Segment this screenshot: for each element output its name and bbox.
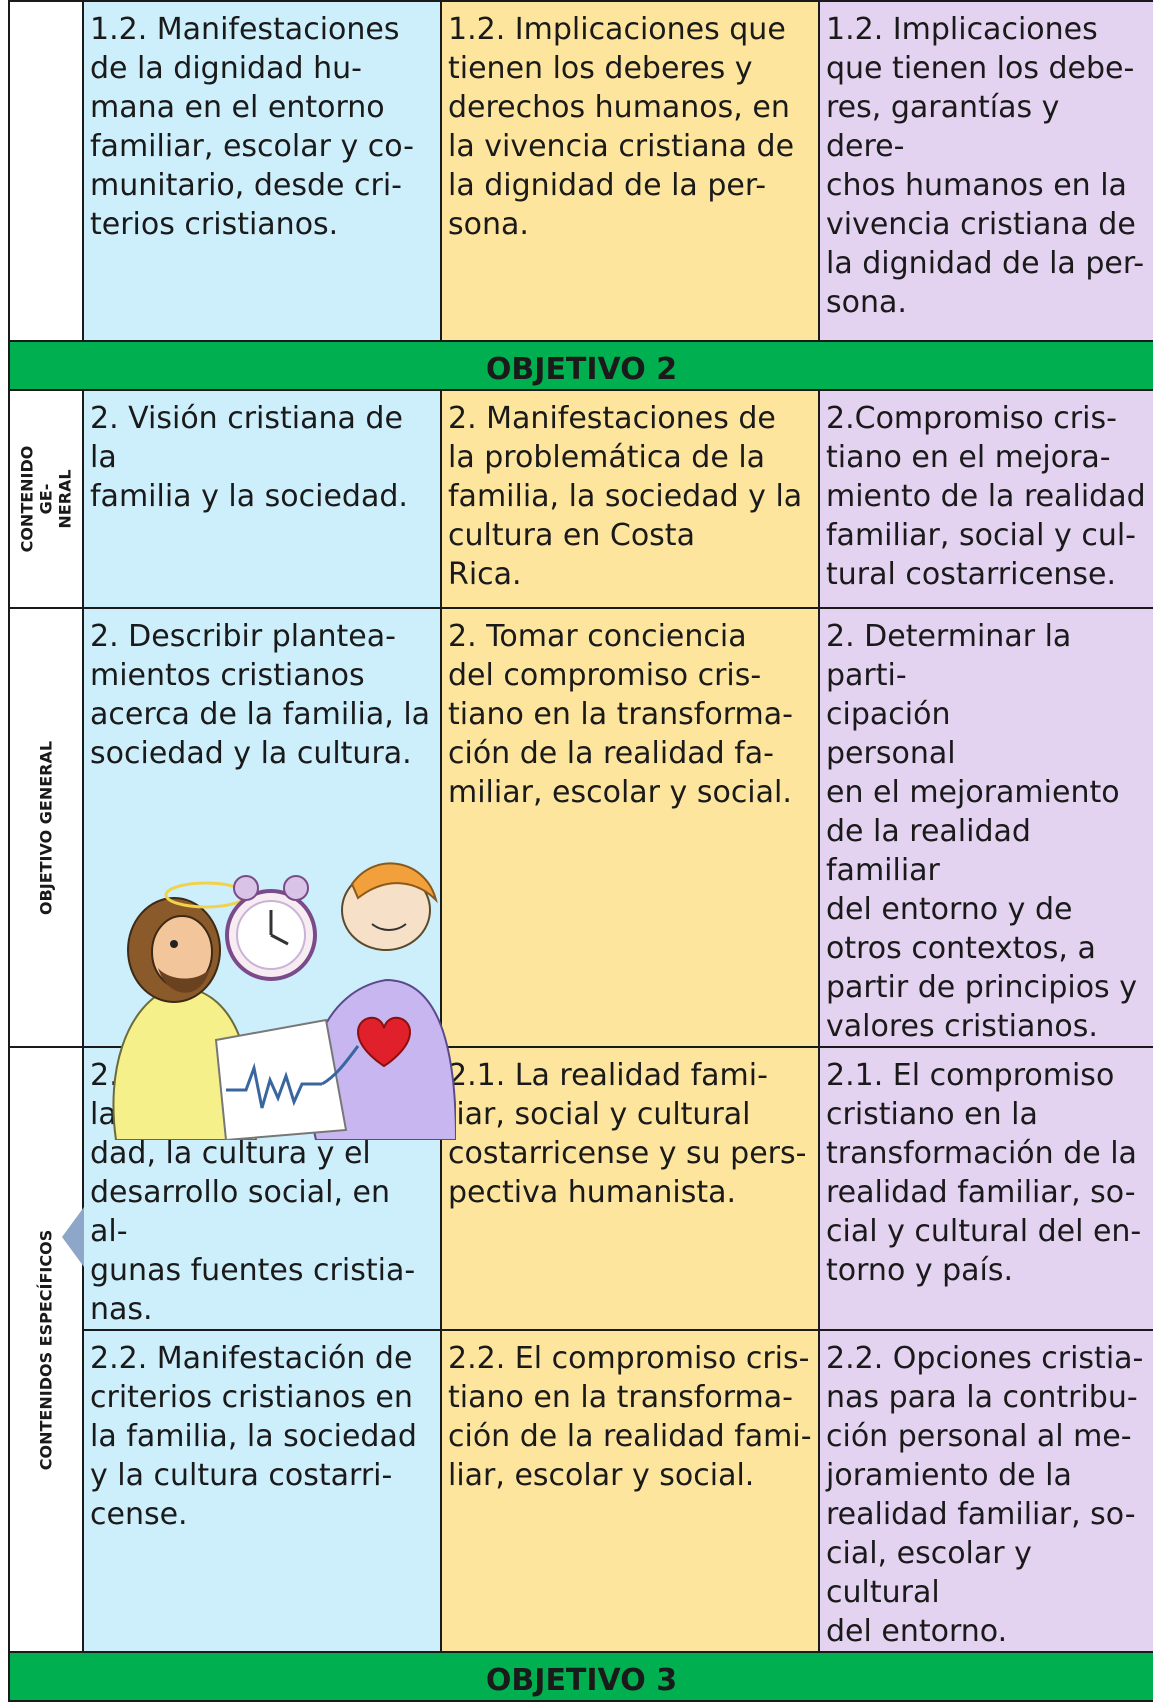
side-label-objetivo-general: OBJETIVO GENERAL xyxy=(8,607,84,1048)
contenidos-especificos-label: CONTENIDOS ESPECÍFICOS xyxy=(36,1229,56,1470)
curriculum-page: 1.2. Manifestaciones de la dignidad hu- … xyxy=(8,0,1153,1702)
cell-blue: 2. Visión cristiana de la familia y la s… xyxy=(82,389,442,609)
cell-text: 1.2. Implicaciones que tienen los debere… xyxy=(448,12,795,242)
cell-text: 2.2. El compromiso cris- tiano en la tra… xyxy=(448,1341,812,1493)
cell-purple: 1.2. Implicaciones que tienen los debe- … xyxy=(818,0,1153,342)
cell-yellow: 2.1. La realidad fami- liar, social y cu… xyxy=(440,1046,820,1331)
cartoon-illustration xyxy=(112,862,456,1140)
cell-text: 1.2. Implicaciones que tienen los debe- … xyxy=(826,12,1145,320)
table-row: OBJETIVO 2 xyxy=(8,340,1153,391)
cell-text: 2. Determinar la parti- cipación persona… xyxy=(826,619,1137,1044)
cell-yellow: 1.2. Implicaciones que tienen los debere… xyxy=(440,0,820,342)
side-label-contenido-general: CONTENIDO GE- NERAL xyxy=(8,389,84,609)
cell-blue: 2.2. Manifestación de criterios cristian… xyxy=(82,1329,442,1653)
cell-purple: 2.1. El compromiso cristiano en la trans… xyxy=(818,1046,1153,1331)
cell-purple: 2.Compromiso cris- tiano en el mejora- m… xyxy=(818,389,1153,609)
contenido-general-label: CONTENIDO GE- NERAL xyxy=(17,445,75,553)
table-row: CONTENIDO GE- NERAL 2. Visión cristiana … xyxy=(8,389,1153,609)
cell-yellow: 2.2. El compromiso cris- tiano en la tra… xyxy=(440,1329,820,1653)
objetivo-general-label: OBJETIVO GENERAL xyxy=(36,740,56,915)
cell-purple: 2.2. Opciones cristia- nas para la contr… xyxy=(818,1329,1153,1653)
cell-blue: 1.2. Manifestaciones de la dignidad hu- … xyxy=(82,0,442,342)
cell-text: 2.2. Opciones cristia- nas para la contr… xyxy=(826,1341,1144,1649)
curriculum-table: 1.2. Manifestaciones de la dignidad hu- … xyxy=(8,0,1153,1702)
table-row: CONTENIDOS ESPECÍFICOS 2.1 La presentaci… xyxy=(8,1046,1153,1653)
arrow-marker-icon xyxy=(62,1207,84,1267)
side-label-contenidos-especificos: CONTENIDOS ESPECÍFICOS xyxy=(8,1046,84,1653)
table-row: OBJETIVO 3 xyxy=(8,1651,1153,1702)
cell-text: 2.1. El compromiso cristiano en la trans… xyxy=(826,1058,1142,1288)
objetivo-2-banner: OBJETIVO 2 xyxy=(8,340,1153,391)
table-row: 1.2. Manifestaciones de la dignidad hu- … xyxy=(8,0,1153,342)
cell-text: 2. Describir plantea- mientos cristianos… xyxy=(90,619,431,771)
cell-text: 2. Tomar conciencia del compromiso cris-… xyxy=(448,619,793,810)
objetivo-3-banner: OBJETIVO 3 xyxy=(8,1651,1153,1702)
cell-text: 1.2. Manifestaciones de la dignidad hu- … xyxy=(90,12,415,242)
table-row: 2.2. Manifestación de criterios cristian… xyxy=(9,1329,1153,1653)
cell-text: 2.Compromiso cris- tiano en el mejora- m… xyxy=(826,401,1146,592)
cell-yellow: 2. Tomar conciencia del compromiso cris-… xyxy=(440,607,820,1048)
cell-text: 2. Visión cristiana de la familia y la s… xyxy=(90,401,408,514)
cell-text: 2. Manifestaciones de la problemática de… xyxy=(448,401,803,592)
cell-text: 2.2. Manifestación de criterios cristian… xyxy=(90,1341,417,1532)
side-label-empty xyxy=(8,0,84,342)
cell-purple: 2. Determinar la parti- cipación persona… xyxy=(818,607,1153,1048)
cell-yellow: 2. Manifestaciones de la problemática de… xyxy=(440,389,820,609)
cell-text: 2.1. La realidad fami- liar, social y cu… xyxy=(448,1058,807,1210)
